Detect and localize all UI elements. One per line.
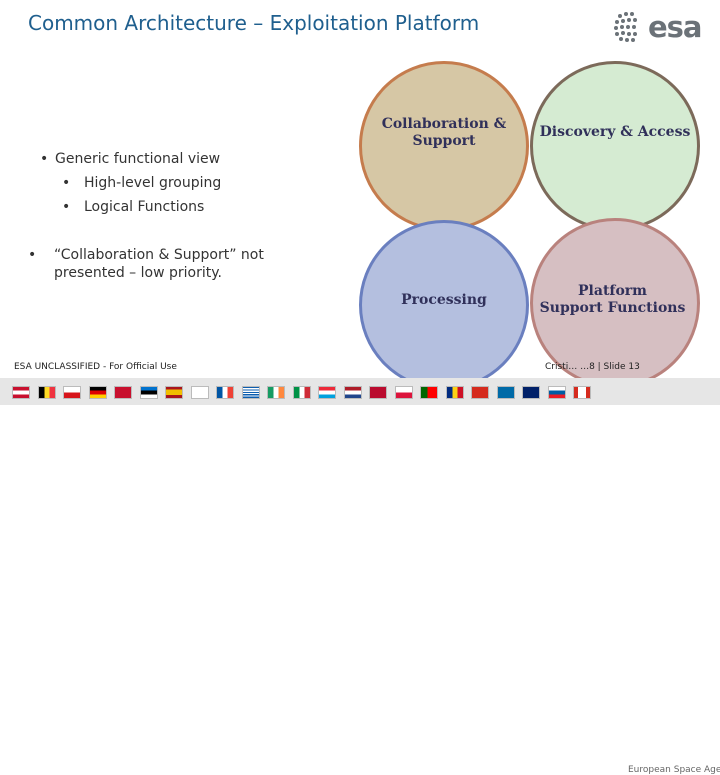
bullet-text: Generic functional view — [55, 151, 221, 167]
esa-globe-icon — [614, 12, 637, 42]
agency-name: European Space Agency — [628, 765, 720, 775]
bullet-marker: • — [28, 247, 37, 263]
flag-cz-icon — [63, 386, 81, 399]
circle-processing — [359, 220, 529, 390]
flag-fi-icon — [190, 386, 209, 399]
flag-ee-icon — [139, 386, 158, 399]
bullet-text: High-level grouping — [84, 175, 222, 191]
bullet-list: • Generic functional view • High-level g… — [0, 0, 330, 300]
label-collaboration-support: Collaboration & Support — [374, 116, 514, 150]
esa-logo-text: esa — [648, 10, 702, 44]
flag-be-icon — [37, 386, 56, 399]
flag-es-icon — [165, 386, 183, 399]
bullet-marker: • — [40, 151, 49, 167]
flag-pt-icon — [420, 386, 438, 399]
label-line: Processing — [401, 292, 487, 308]
bullet-marker: • — [62, 199, 71, 215]
flag-ie-icon — [267, 386, 285, 399]
flag-no-icon — [369, 386, 387, 399]
label-line: Platform — [578, 283, 647, 299]
flag-ro-icon — [445, 386, 464, 399]
slide-title: Common Architecture – Exploitation Platf… — [28, 11, 480, 35]
esa-logo: esa — [612, 10, 710, 44]
flag-gr-icon — [241, 386, 260, 399]
label-line: Support Functions — [539, 300, 686, 316]
flag-at-icon — [12, 386, 30, 399]
label-line: Support — [412, 133, 476, 149]
label-discovery-access: Discovery & Access — [535, 124, 695, 141]
flag-nl-icon — [343, 386, 362, 399]
circle-discovery-access — [530, 61, 700, 231]
label-line: Collaboration & — [381, 116, 507, 132]
flag-gb-icon — [522, 386, 540, 399]
member-state-flags-bar: European Space Agency — [0, 378, 720, 775]
flag-dk-icon — [114, 386, 132, 399]
architecture-diagram: Collaboration & Support Discovery & Acce… — [359, 61, 700, 390]
slide-number-footer: Cristi… …8 | Slide 13 — [545, 362, 640, 372]
label-line: Discovery & Access — [539, 124, 691, 140]
flag-se-icon — [496, 386, 515, 399]
bullet-text-line2: presented – low priority. — [54, 265, 222, 281]
bullet-marker: • — [62, 175, 71, 191]
flag-lu-icon — [318, 386, 336, 399]
bullet-text: Logical Functions — [84, 199, 205, 215]
label-platform-support: Platform Support Functions — [530, 283, 695, 317]
flag-si-icon — [547, 386, 566, 399]
flag-it-icon — [292, 386, 311, 399]
flag-pl-icon — [394, 386, 413, 399]
flag-de-icon — [88, 386, 107, 399]
classification-footer: ESA UNCLASSIFIED - For Official Use — [14, 362, 177, 372]
flag-fr-icon — [216, 386, 234, 399]
flag-ca-icon — [573, 386, 591, 399]
label-processing: Processing — [374, 292, 514, 309]
bullet-text-line1: “Collaboration & Support” not — [54, 247, 264, 263]
flag-ch-icon — [471, 386, 489, 399]
